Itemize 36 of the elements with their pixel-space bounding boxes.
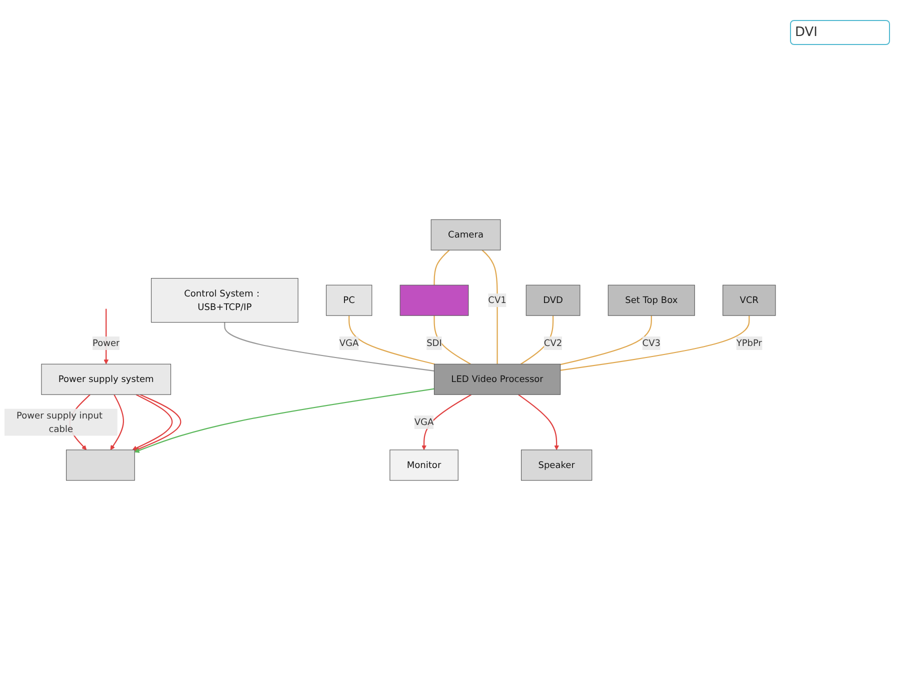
connector <box>560 316 750 371</box>
node-box: Set Top Box <box>608 284 695 316</box>
edge-label: VGA <box>414 416 434 428</box>
connector <box>348 316 435 365</box>
connector <box>482 250 498 364</box>
arrow <box>134 394 182 452</box>
arrow <box>110 394 124 450</box>
arrow <box>422 394 472 450</box>
edge-label: Power <box>92 338 120 348</box>
node-box: LED Video Processor <box>434 364 561 395</box>
node-box: PC <box>326 284 372 316</box>
edge-label: CV2 <box>544 338 562 348</box>
node-box: Camera <box>430 219 501 250</box>
edge-label: Power supply input cable <box>16 410 103 434</box>
arrow <box>518 394 560 450</box>
edge-label: VGA <box>339 338 359 348</box>
arrow <box>132 394 173 450</box>
edge-label: SDI <box>426 338 442 348</box>
node-box <box>400 284 469 316</box>
node-box: VCR <box>722 284 776 316</box>
node-box: Power supply system <box>41 364 172 395</box>
edge-label: CV1 <box>488 294 506 306</box>
node-box: Speaker <box>521 450 592 481</box>
connector <box>434 316 471 365</box>
arrow <box>134 388 434 453</box>
edge-label: CV3 <box>642 338 661 348</box>
node-box <box>66 450 135 481</box>
connector <box>434 250 450 286</box>
node-box: DVD <box>526 284 580 316</box>
connector <box>224 322 434 372</box>
node-box: Control System： USB+TCP/IP <box>150 278 298 323</box>
node-box: Monitor <box>390 450 458 481</box>
connector <box>560 316 652 366</box>
cable-label: DVI <box>790 20 890 45</box>
connector <box>520 316 554 365</box>
edge-label: YPbPr <box>736 338 762 348</box>
